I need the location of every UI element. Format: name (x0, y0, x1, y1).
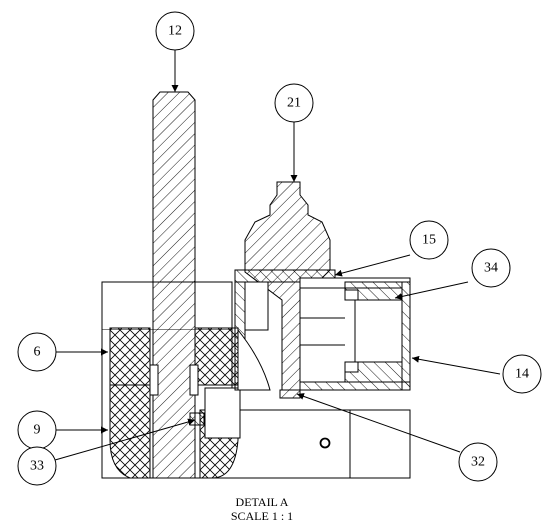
balloon-14-label: 14 (515, 367, 529, 382)
balloon-15: 15 (409, 220, 449, 260)
detail-title: DETAIL A (236, 495, 289, 509)
balloon-14: 14 (502, 354, 542, 394)
balloon-15-label: 15 (422, 233, 436, 248)
balloon-6: 6 (17, 332, 57, 372)
part-6-left-block (109, 327, 151, 386)
pin-hole (319, 437, 331, 449)
balloon-33: 33 (17, 446, 57, 486)
balloon-33-label: 33 (30, 459, 44, 474)
side-block (204, 387, 241, 439)
small-step-top (344, 289, 359, 301)
balloon-34-label: 34 (484, 261, 498, 276)
bottom-wall (299, 381, 411, 391)
shaft-groove (149, 364, 159, 396)
balloon-34: 34 (471, 248, 511, 288)
right-wall (401, 281, 411, 391)
part-33-block (189, 412, 205, 426)
lower-chamber-piece (344, 361, 403, 383)
curve-housing (237, 328, 271, 391)
balloon-21-label: 21 (287, 96, 301, 111)
right-cross-block (194, 327, 239, 386)
part-9-left-block (109, 384, 151, 479)
balloon-32-label: 32 (471, 455, 485, 470)
balloon-6-label: 6 (34, 345, 41, 360)
balloon-9: 9 (17, 410, 57, 450)
small-step-bot (344, 361, 359, 373)
inner-housing-shape (244, 281, 269, 331)
shaft-groove-r (189, 364, 199, 396)
balloon-32: 32 (458, 442, 498, 482)
detail-scale: SCALE 1 : 1 (231, 509, 293, 523)
balloon-9-label: 9 (34, 423, 41, 438)
balloon-21: 21 (274, 83, 314, 123)
balloon-12: 12 (155, 11, 195, 51)
right-base-block (349, 409, 411, 479)
balloon-12-label: 12 (168, 24, 182, 39)
part-12-shaft (152, 91, 196, 479)
assembly-section (101, 91, 411, 479)
